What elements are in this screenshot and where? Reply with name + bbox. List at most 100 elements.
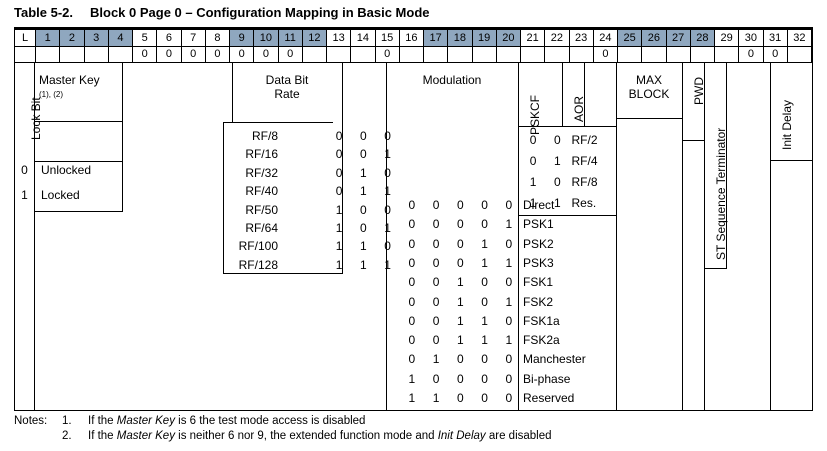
data-bit-rate-bit-2-2: 0 xyxy=(384,165,391,180)
modulation-bit-8-1: 1 xyxy=(432,352,440,367)
modulation-bit-7-3: 1 xyxy=(481,333,488,348)
fixed-value-23 xyxy=(570,47,594,62)
bit-header-1: 1 xyxy=(36,30,61,46)
pwd-left-rule xyxy=(682,63,683,411)
modulation-bit-3-2: 0 xyxy=(457,255,464,270)
pskcf-label: PSKCF xyxy=(528,94,542,135)
fixed-value-15: 0 xyxy=(376,47,400,62)
modulation-value-8: Manchester xyxy=(523,352,586,367)
modulation-bit-9-1: 0 xyxy=(432,371,440,386)
pskcf-value-0: RF/2 xyxy=(571,133,598,147)
data-bit-rate-bit-0-2: 0 xyxy=(384,129,391,143)
bit-header-30: 30 xyxy=(739,30,764,46)
dbr-box-right xyxy=(342,63,343,273)
bit-header-28: 28 xyxy=(690,30,715,46)
data-bit-rate-bit-3-2: 1 xyxy=(384,184,391,199)
modulation-value-2: PSK2 xyxy=(523,236,554,251)
initdelay-bottom-rule xyxy=(770,160,812,161)
lockbit-subbox-mid xyxy=(34,161,123,162)
modulation-left-rule xyxy=(386,63,387,411)
data-bit-rate-bit-1-2: 1 xyxy=(384,147,391,162)
header-rule xyxy=(15,46,812,47)
modulation-bit-2-4: 0 xyxy=(505,236,513,251)
pskcf-bit-0-1: 0 xyxy=(554,133,561,147)
modulation-bit-5-1: 0 xyxy=(432,294,440,309)
modulation-bit-6-1: 0 xyxy=(432,313,440,328)
fixed-value-25 xyxy=(618,47,643,62)
data-bit-rate-bit-4-1: 0 xyxy=(360,202,367,217)
modulation-bit-8-0: 0 xyxy=(408,352,416,367)
pskcf-value-2: RF/8 xyxy=(571,175,598,189)
modulation-bit-3-0: 0 xyxy=(408,255,416,270)
data-bit-rate-bit-1-1: 0 xyxy=(360,147,367,162)
data-bit-rate-label-0: RF/8 xyxy=(251,129,278,143)
notes-label: Notes: xyxy=(14,415,48,427)
note-1-text: If the Master Key is 6 the test mode acc… xyxy=(88,415,366,427)
fixed-value-10: 0 xyxy=(254,47,279,62)
modulation-value-7: FSK2a xyxy=(523,333,560,348)
data-bit-rate-label-4: RF/50 xyxy=(245,202,278,217)
fixed-value-13 xyxy=(327,47,352,62)
bit-header-31: 31 xyxy=(764,30,788,46)
modulation-value-9: Bi-phase xyxy=(523,371,571,386)
lockbit-subbox-left xyxy=(34,121,35,211)
max-block-label: MAX BLOCK xyxy=(628,73,670,101)
modulation-bit-7-1: 0 xyxy=(432,333,440,348)
bit-header-20: 20 xyxy=(496,30,521,46)
fixed-value-11: 0 xyxy=(279,47,303,62)
bit-header-23: 23 xyxy=(570,30,594,46)
pskcf-bit-1-1: 1 xyxy=(554,154,561,168)
lock-bit-code-1: 1 xyxy=(21,188,28,202)
modulation-bit-8-4: 0 xyxy=(505,352,513,367)
dbr-header-left xyxy=(232,63,233,122)
master-key-box-bottom xyxy=(34,121,122,122)
fixed-value-26 xyxy=(642,47,667,62)
modulation-bit-10-3: 0 xyxy=(481,391,488,405)
modulation-bit-4-0: 0 xyxy=(408,275,416,290)
bit-header-lock: L xyxy=(15,30,36,46)
st-bottom-rule xyxy=(704,268,727,269)
data-bit-rate-bit-1-0: 0 xyxy=(335,147,343,162)
bit-header-24: 24 xyxy=(594,30,618,46)
modulation-bit-0-4: 0 xyxy=(505,198,513,212)
pskcf-box-top xyxy=(518,126,616,127)
fixed-value-14 xyxy=(351,47,376,62)
notes-label-row: Notes:1.If the Master Key is 6 the test … xyxy=(14,414,552,429)
modulation-bit-1-0: 0 xyxy=(408,217,416,232)
modulation-bit-6-2: 1 xyxy=(457,313,464,328)
data-bit-rate-label-1: RF/16 xyxy=(245,147,278,162)
note-2-text: If the Master Key is neither 6 nor 9, th… xyxy=(88,430,552,442)
fixed-value-2 xyxy=(60,47,85,62)
modulation-bit-5-4: 1 xyxy=(505,294,513,309)
fixed-value-28 xyxy=(691,47,715,62)
data-bit-rate-bit-3-0: 0 xyxy=(335,184,343,199)
modulation-bit-8-3: 0 xyxy=(481,352,488,367)
data-bit-rate-bit-2-0: 0 xyxy=(335,165,343,180)
modulation-bit-4-2: 1 xyxy=(457,275,464,290)
data-bit-rate-bit-7-1: 1 xyxy=(360,257,367,272)
data-bit-rate-bit-3-1: 1 xyxy=(360,184,367,199)
fixed-value-rule xyxy=(15,62,812,63)
data-bit-rate-bit-5-1: 0 xyxy=(360,221,367,235)
modulation-value-6: FSK1a xyxy=(523,313,560,328)
modulation-bit-2-0: 0 xyxy=(408,236,416,251)
pskcf-bit-0-0: 0 xyxy=(529,133,537,147)
fixed-value-9: 0 xyxy=(230,47,255,62)
modulation-bit-1-2: 0 xyxy=(457,217,464,232)
fixed-value-29 xyxy=(715,47,740,62)
fixed-value-4 xyxy=(109,47,133,62)
modulation-bit-1-4: 1 xyxy=(505,217,513,232)
modulation-label: Modulation xyxy=(422,73,482,87)
fixed-value-7: 0 xyxy=(182,47,206,62)
modulation-bit-5-0: 0 xyxy=(408,294,416,309)
modulation-bit-6-3: 1 xyxy=(481,313,488,328)
data-bit-rate-label-5: RF/64 xyxy=(245,221,278,235)
page-title: Table 5-2.Block 0 Page 0 – Configuration… xyxy=(14,5,430,20)
lockbit-subbox-bottom xyxy=(34,211,123,212)
bit-header-16: 16 xyxy=(400,30,424,46)
pskcf-bit-3-0: 1 xyxy=(529,196,537,210)
data-bit-rate-bit-7-2: 1 xyxy=(384,257,391,272)
master-key-box-right xyxy=(122,63,123,121)
